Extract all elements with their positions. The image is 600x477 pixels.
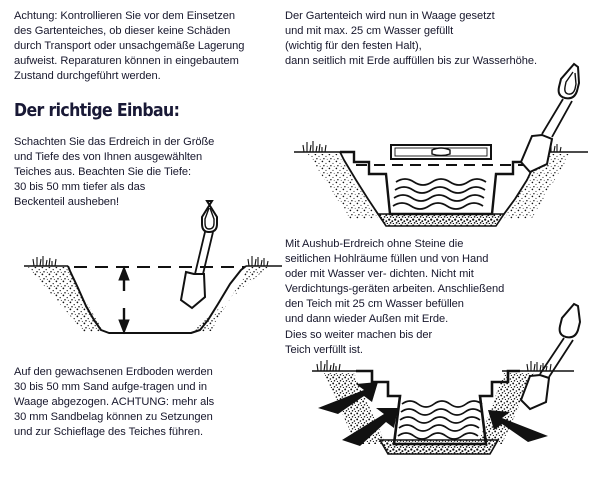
excavate-instruction-text: Schachten Sie das Erdreich in der Größe … bbox=[14, 136, 215, 209]
page-section-heading: Der richtige Einbau: bbox=[14, 101, 180, 121]
shovel-icon bbox=[519, 62, 581, 174]
sand-instruction-text: Auf den gewachsenen Erdboden werden 30 b… bbox=[14, 366, 215, 439]
excavated-hole-outline bbox=[67, 265, 247, 334]
pond-basin-outline bbox=[340, 150, 538, 216]
intro-warning-text: Achtung: Kontrollieren Sie vor dem Einse… bbox=[14, 10, 245, 83]
pond-basin-outline bbox=[356, 369, 520, 446]
water-waves bbox=[397, 400, 483, 440]
backfill-instruction-text: Mit Aushub-Erdreich ohne Steine die seit… bbox=[285, 238, 505, 356]
level-instruction-text: Der Gartenteich wird nun in Waage gesetz… bbox=[285, 10, 538, 68]
water-waves bbox=[392, 178, 487, 210]
leveled-pond-diagram bbox=[286, 62, 596, 238]
shovel-icon bbox=[179, 200, 218, 310]
grass-tufts bbox=[32, 256, 269, 267]
excavated-pit-diagram bbox=[6, 196, 286, 356]
backfill-arrow-right bbox=[488, 410, 548, 442]
backfill-arrow-middle bbox=[342, 408, 398, 446]
spirit-level bbox=[390, 144, 492, 160]
sand-bed bbox=[378, 439, 500, 455]
depth-arrow-down bbox=[118, 308, 130, 335]
shovel-icon bbox=[519, 302, 582, 411]
backfill-arrow-left bbox=[318, 382, 378, 414]
soil-stipple-texture bbox=[308, 154, 570, 219]
sand-bed bbox=[376, 213, 506, 227]
backfilled-pond-diagram bbox=[290, 302, 590, 472]
grass-tufts bbox=[316, 360, 552, 372]
depth-arrow-up bbox=[118, 265, 130, 291]
soil-stipple-texture bbox=[28, 267, 268, 332]
